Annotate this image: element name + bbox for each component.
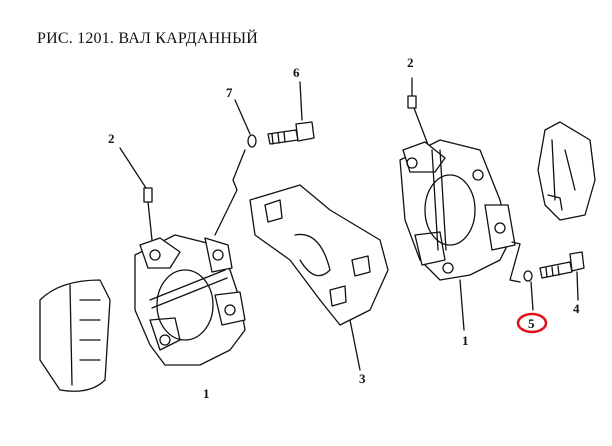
callout-6: 6	[293, 65, 300, 80]
callout-2-right: 2	[407, 55, 414, 70]
callout-1-right: 1	[462, 333, 469, 348]
figure-title: РИС. 1201. ВАЛ КАРДАННЫЙ	[37, 30, 259, 47]
right-universal-joint	[399, 139, 521, 331]
highlight-circle	[516, 312, 548, 334]
left-grease-fitting	[119, 147, 153, 241]
callout-4: 4	[573, 301, 580, 316]
right-bolt-and-washer	[523, 251, 585, 311]
right-grease-fitting	[407, 77, 431, 151]
callout-2-left: 2	[108, 131, 115, 146]
callout-3: 3	[359, 371, 366, 386]
left-universal-joint	[134, 234, 246, 366]
left-bolt-and-washer	[214, 81, 315, 236]
propeller-shaft	[249, 184, 389, 371]
left-flange-yoke	[39, 279, 111, 392]
callout-5: 5	[528, 316, 535, 331]
callout-1-left: 1	[203, 386, 210, 401]
callout-7: 7	[226, 85, 233, 100]
right-flange-yoke	[537, 121, 596, 221]
